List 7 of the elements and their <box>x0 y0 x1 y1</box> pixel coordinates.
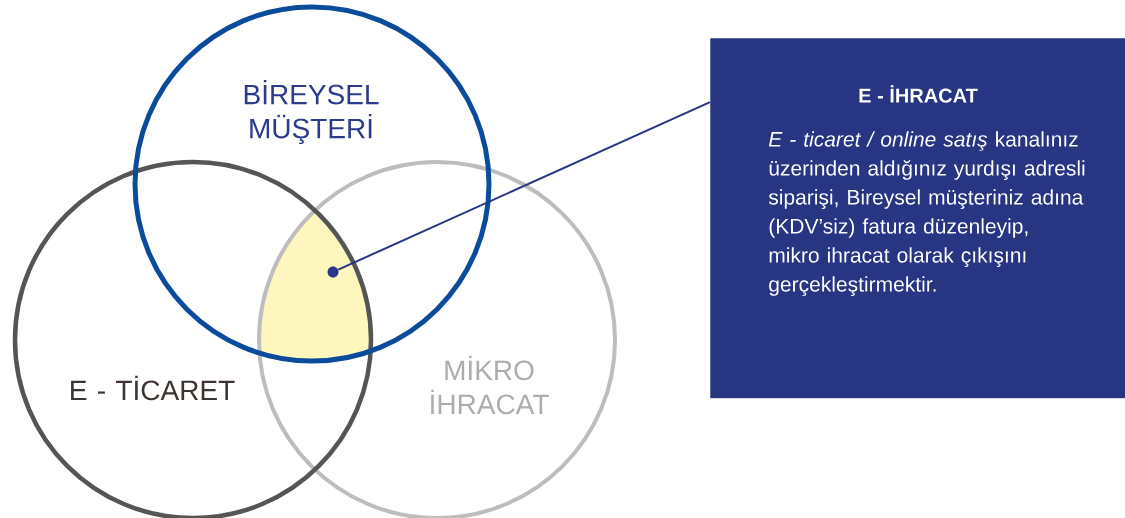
box-paragraph: E - ticaret / online satış kanalınız üzerinden aldığınız yurdışı adresli siparişi, Bireysel müşteriniz adına (KDV’siz) fatura düzenleyip, mikro ihracat olarak çıkışını gerçekleştirmektir. <box>768 131 1085 296</box>
circle-label: E - TİCARET <box>71 375 235 401</box>
circle-label: MİKRO İHRACAT <box>431 355 549 415</box>
circle-label: BİREYSEL MÜŞTERİ <box>244 79 379 145</box>
box-title: E - İHRACAT <box>859 85 978 103</box>
info-box <box>710 38 1125 399</box>
leader-line <box>337 101 711 271</box>
